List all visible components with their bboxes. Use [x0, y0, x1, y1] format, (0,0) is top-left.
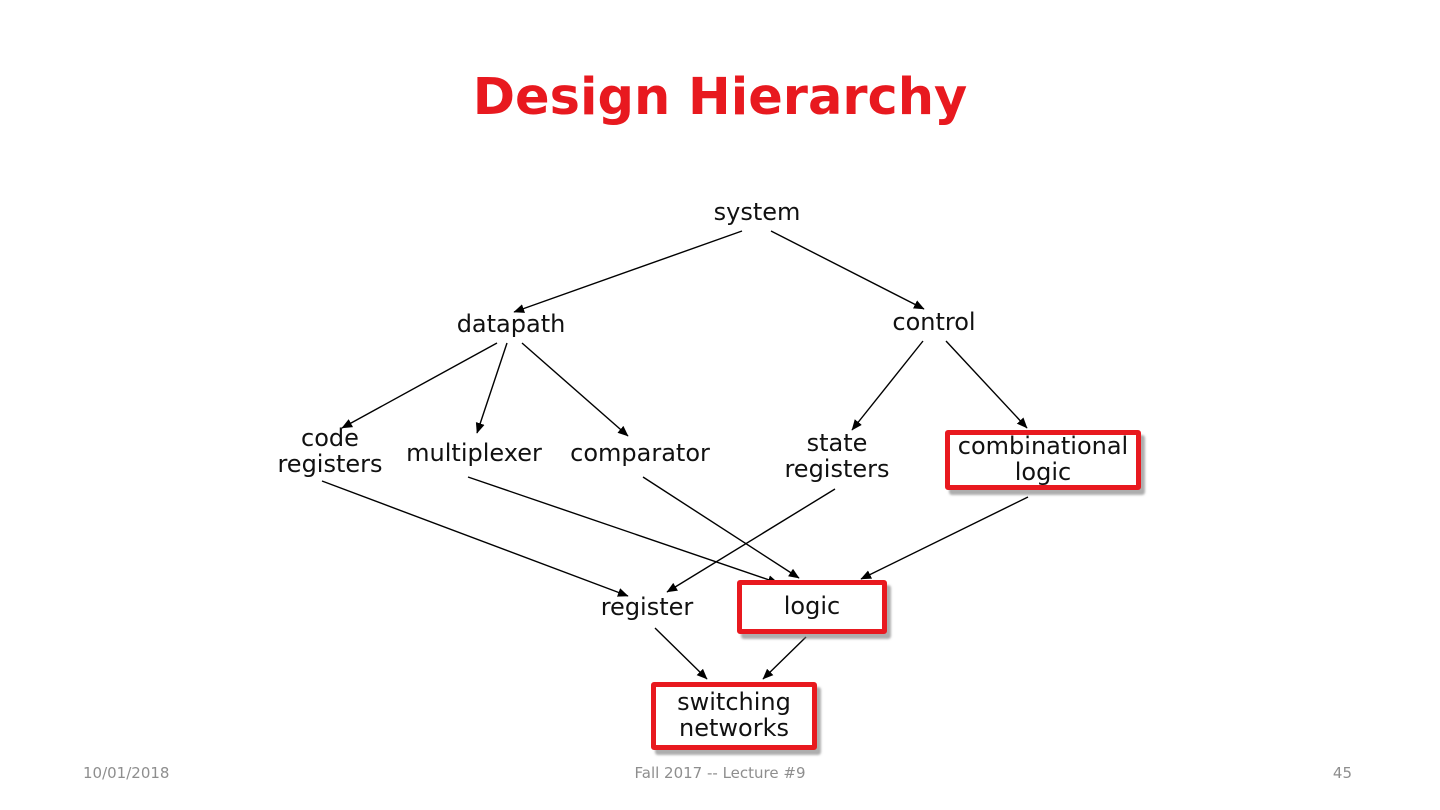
node-label-line: system — [713, 198, 801, 227]
slide-title: Design Hierarchy — [472, 68, 968, 127]
node-label-line: comparator — [570, 439, 710, 468]
node-label-line: code — [301, 424, 359, 453]
node-control: control — [892, 308, 976, 337]
node-label-line: networks — [679, 714, 789, 742]
edge-state-registers-to-register — [666, 488, 836, 593]
edge-combinational-logic-to-logic — [860, 496, 1029, 580]
footer-page-number: 45 — [1332, 764, 1352, 782]
edge-logic-to-switching-networks — [762, 636, 807, 680]
node-label-line: logic — [1014, 458, 1072, 486]
node-datapath: datapath — [456, 310, 566, 339]
node-label-line: registers — [277, 450, 383, 478]
edge-system-to-control — [770, 230, 925, 310]
node-comparator: comparator — [570, 439, 710, 468]
node-label-line: register — [600, 593, 694, 622]
edge-multiplexer-to-logic — [467, 476, 779, 585]
edge-register-to-switching-networks — [654, 627, 708, 680]
node-label-line: switching — [677, 688, 791, 717]
node-label-line: registers — [784, 455, 890, 483]
edge-datapath-to-comparator — [521, 342, 629, 437]
node-multiplexer: multiplexer — [406, 439, 542, 468]
node-label-line: multiplexer — [406, 439, 542, 468]
node-label-line: state — [806, 429, 868, 458]
edge-code-registers-to-register — [321, 480, 629, 597]
edge-control-to-state-registers — [851, 340, 924, 431]
edge-datapath-to-code-registers — [341, 342, 498, 429]
node-label-line: datapath — [456, 310, 566, 339]
node-label-line: logic — [783, 592, 841, 621]
node-label-line: control — [892, 308, 976, 337]
node-label-line: combinational — [957, 432, 1129, 461]
footer-date: 10/01/2018 — [83, 764, 170, 782]
node-system: system — [713, 198, 801, 227]
node-logic: logic — [737, 580, 887, 634]
node-register: register — [600, 593, 694, 622]
footer-course: Fall 2017 -- Lecture #9 — [634, 764, 806, 782]
edge-datapath-to-multiplexer — [475, 342, 508, 434]
edge-control-to-combinational-logic — [945, 340, 1028, 429]
edge-comparator-to-logic — [642, 476, 800, 579]
edge-system-to-datapath — [513, 230, 743, 313]
